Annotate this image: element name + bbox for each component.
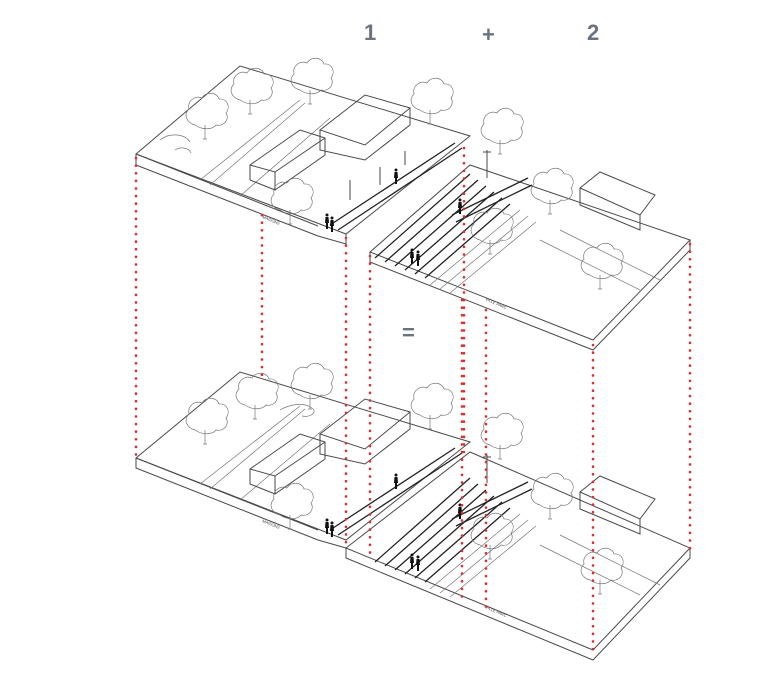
projection-lines [134,146,692,654]
part-2-label: 2 [587,20,600,45]
part-1-label: 1 [364,20,377,45]
combined-block-bottom: MAISONS VILLE PARC [135,362,691,661]
part-1-block-top: MAISONS [135,57,472,245]
plus-sign: + [482,22,495,47]
svg-text:MAISONS: MAISONS [262,214,281,226]
part-2-block-top: VILLE PARC [369,107,691,351]
svg-text:MAISONS: MAISONS [262,518,281,530]
equals-sign: = [402,320,415,345]
